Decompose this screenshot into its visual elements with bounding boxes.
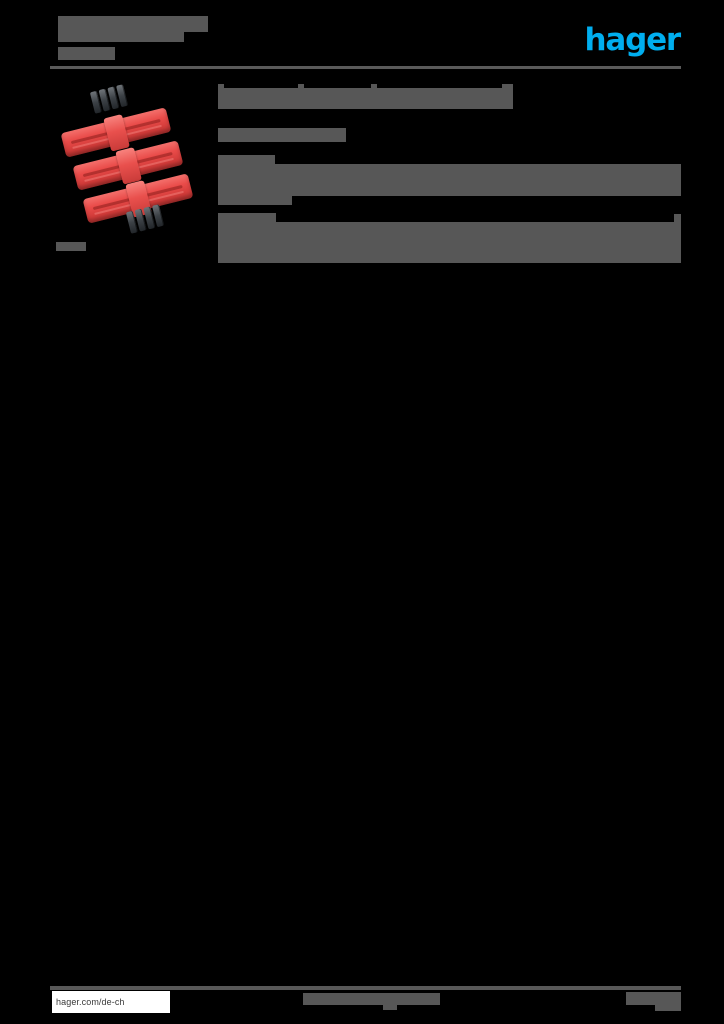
title-ascender-tick [218,84,224,89]
footer-right-subtext [655,1003,681,1011]
header-divider [50,66,681,69]
footer-center-text [303,993,440,1005]
hager-logo: hager [584,22,682,58]
page-title [218,88,513,109]
title-ascender-tick [502,84,513,89]
product-image [56,84,198,234]
table-row [218,164,681,196]
footer-center-subtext [383,1003,397,1010]
table-row-note [218,193,292,205]
title-ascender-tick [298,84,304,89]
table-row-end-marker [674,214,681,223]
product-image-caption [56,242,86,251]
table-row-label [218,213,276,223]
footer-url-link[interactable]: hager.com/de-ch [52,991,170,1013]
screw-icon [89,84,129,114]
header-title-line-1b [58,30,184,42]
header-subtitle [58,47,115,60]
footer-right-text [626,992,681,1005]
footer-url-text: hager.com/de-ch [56,997,125,1007]
footer-divider [50,986,681,990]
hager-logo-text: hager [584,22,682,58]
header-title-line-1 [58,16,208,32]
page-subtitle [218,128,346,142]
title-ascender-tick [371,84,377,89]
table-row [218,222,681,263]
page-header: hager [0,0,724,78]
